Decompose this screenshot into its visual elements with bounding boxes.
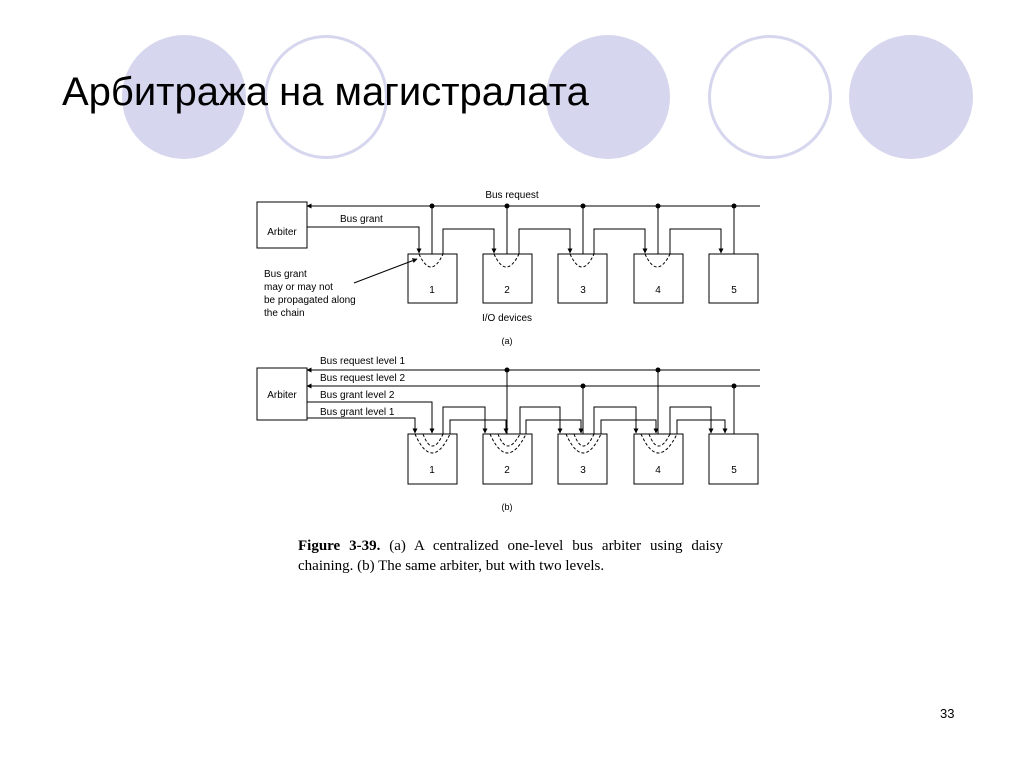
grant-chain-a — [442, 228, 724, 254]
request-taps-b — [506, 370, 735, 434]
arbiter-label-a: Arbiter — [267, 227, 297, 238]
arbiter-label-b: Arbiter — [267, 390, 297, 401]
device-b-4: 4 — [655, 465, 661, 476]
decor-circle-1 — [122, 35, 246, 159]
junction-dots-b — [504, 367, 737, 389]
device-a-2: 2 — [504, 285, 510, 296]
figure-caption-label: Figure 3-39. — [298, 538, 381, 554]
note-line-1: Bus grant — [264, 269, 307, 280]
request-level-2-label: Bus request level 2 — [320, 373, 405, 384]
io-devices-label: I/O devices — [482, 313, 532, 324]
note-line-4: the chain — [264, 308, 305, 319]
request-taps-a — [431, 206, 735, 254]
propagation-arcs-b — [414, 433, 678, 454]
figure-part-a: Arbiter Bus request Bus grant — [256, 190, 760, 346]
note-line-3: be propagated along — [264, 295, 356, 306]
device-b-5: 5 — [731, 465, 737, 476]
note-line-2: may or may not — [264, 282, 333, 293]
device-a-4: 4 — [655, 285, 661, 296]
bus-grant-label: Bus grant — [340, 214, 383, 225]
note-pointer — [353, 258, 418, 284]
slide-title: Арбитража на магистралата — [62, 70, 589, 114]
decor-circle-2 — [264, 35, 388, 159]
sub-label-b: (b) — [502, 502, 513, 512]
figure-caption-text: (a) A centralized one-level bus arbiter … — [298, 538, 724, 574]
propagation-arcs-a — [418, 253, 671, 268]
grant-level-2-label: Bus grant level 2 — [320, 390, 395, 401]
grant-level-1-label: Bus grant level 1 — [320, 407, 395, 418]
request-level-1-label: Bus request level 1 — [320, 356, 405, 367]
device-a-5: 5 — [731, 285, 737, 296]
device-b-3: 3 — [580, 465, 586, 476]
device-a-1: 1 — [429, 285, 435, 296]
bus-request-label: Bus request — [485, 190, 539, 201]
figure-part-b: Arbiter Bus request level 1 Bus request … — [256, 356, 760, 512]
decor-circle-5 — [849, 35, 973, 159]
decor-circle-3 — [546, 35, 670, 159]
grant-chain-b — [442, 406, 728, 434]
device-boxes-b — [407, 433, 759, 485]
sub-label-a: (a) — [502, 336, 513, 346]
device-b-1: 1 — [429, 465, 435, 476]
grant-level-2-line — [307, 401, 435, 434]
arbiter-box-b — [256, 367, 308, 421]
junction-dots-a — [429, 203, 737, 209]
figure-caption: Figure 3-39. (a) A centralized one-level… — [298, 536, 723, 576]
device-boxes-a — [407, 253, 759, 304]
page-number: 33 — [940, 706, 955, 721]
device-b-2: 2 — [504, 465, 510, 476]
bus-grant-line — [307, 226, 422, 254]
device-a-3: 3 — [580, 285, 586, 296]
decor-circle-4 — [708, 35, 832, 159]
bus-arbiter-diagram: Arbiter Bus request Bus grant — [256, 190, 760, 512]
grant-level-1-line — [307, 417, 418, 434]
arbiter-box-a — [256, 201, 308, 249]
